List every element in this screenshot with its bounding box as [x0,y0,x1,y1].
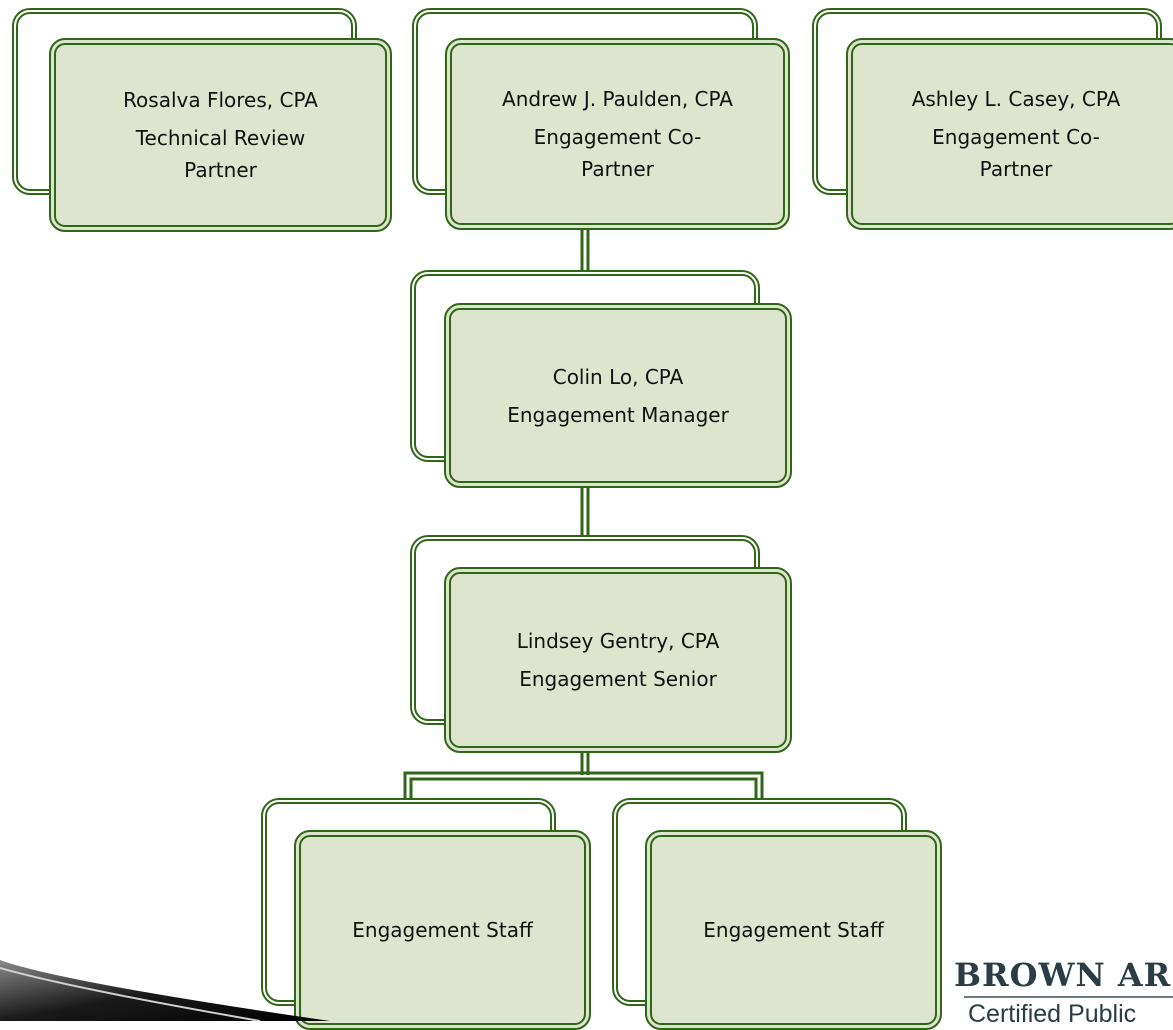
org-node-lindsey-gentry: Lindsey Gentry, CPA Engagement Senior [410,535,792,753]
node-role: Engagement Co-Partner [533,125,702,181]
logo-divider [964,996,1173,998]
logo-firm-name: BROWN AR [954,956,1172,994]
logo-subtitle: Certified Public [968,1000,1137,1028]
node-name: Colin Lo, CPA [552,364,684,389]
node-name: Andrew J. Paulden, CPA [502,87,733,111]
node-role: Engagement Staff [352,918,533,942]
node-card: Engagement Staff [294,830,591,1030]
slide-corner-decoration [0,960,330,1021]
node-card: Rosalva Flores, CPA Technical Review Par… [49,38,392,232]
node-card: Lindsey Gentry, CPA Engagement Senior [444,567,792,753]
node-card: Ashley L. Casey, CPA Engagement Co-Partn… [846,38,1173,230]
node-role: Engagement Manager [507,402,729,427]
node-name: Ashley L. Casey, CPA [911,87,1121,111]
org-node-ashley-casey: Ashley L. Casey, CPA Engagement Co-Partn… [812,8,1173,230]
org-node-rosalva-flores: Rosalva Flores, CPA Technical Review Par… [12,8,392,232]
org-node-andrew-paulden: Andrew J. Paulden, CPA Engagement Co-Par… [412,8,790,230]
node-card: Colin Lo, CPA Engagement Manager [444,303,792,488]
node-name: Rosalva Flores, CPA [123,88,318,112]
node-role: Technical Review Partner [135,126,306,182]
node-role: Engagement Senior [519,667,717,691]
node-card: Engagement Staff [645,830,942,1030]
node-card: Andrew J. Paulden, CPA Engagement Co-Par… [445,38,790,230]
org-node-colin-lo: Colin Lo, CPA Engagement Manager [410,270,792,488]
node-name: Lindsey Gentry, CPA [516,629,720,653]
node-role: Engagement Staff [703,918,884,942]
node-role: Engagement Co-Partner [932,125,1100,181]
org-node-staff-2: Engagement Staff [612,798,942,1030]
firm-logo: BROWN AR Certified Public [954,958,1173,1028]
